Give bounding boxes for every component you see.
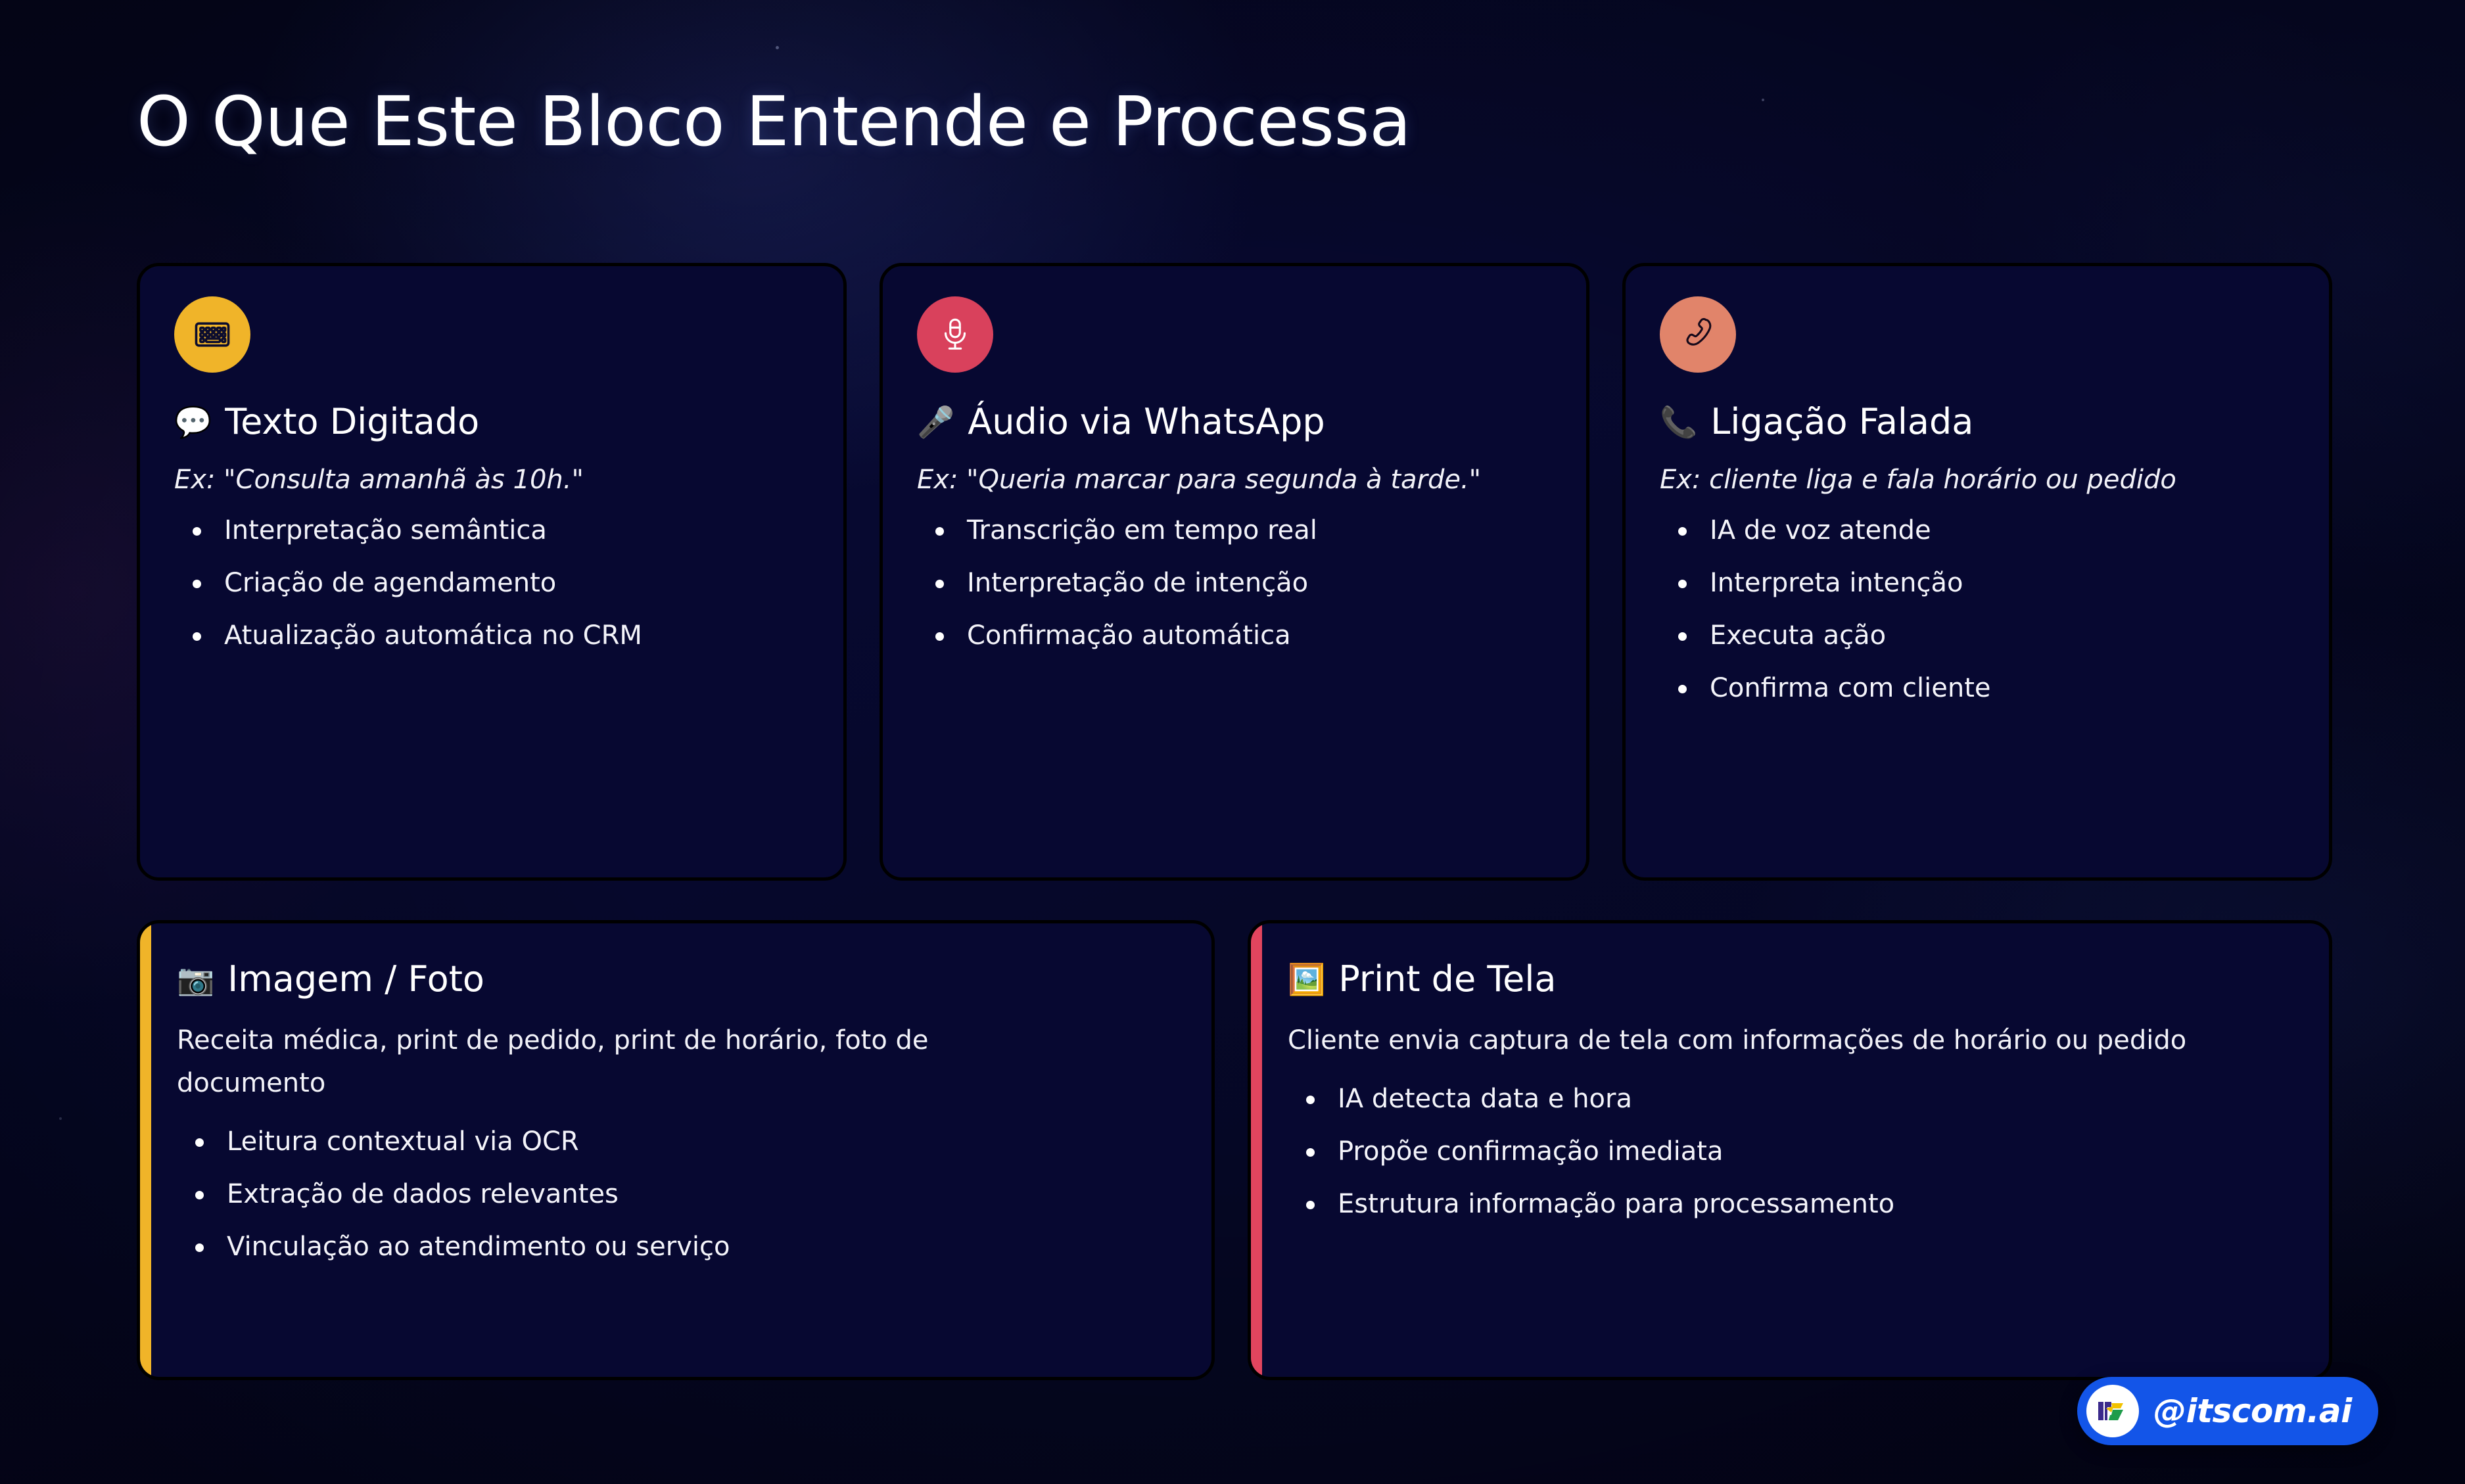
card-texto-digitado[interactable]: 💬 Texto Digitado Ex: "Consulta amanhã às…: [137, 263, 847, 881]
list-item: Executa ação: [1660, 618, 2295, 653]
card-heading-label: Imagem / Foto: [227, 958, 484, 1000]
card-bullet-list: IA detecta data e hora Propõe confirmaçã…: [1288, 1082, 2292, 1221]
card-bullet-list: IA de voz atende Interpreta intenção Exe…: [1660, 513, 2295, 705]
star-speck: [1762, 99, 1764, 101]
card-ligacao-falada[interactable]: 📞 Ligação Falada Ex: cliente liga e fala…: [1622, 263, 2332, 881]
card-example-text: Ex: "Queria marcar para segunda à tarde.…: [917, 465, 1482, 496]
telephone-receiver-icon: 📞: [1660, 404, 1698, 440]
list-item: Extração de dados relevantes: [177, 1177, 1175, 1211]
list-item: IA detecta data e hora: [1288, 1082, 2292, 1116]
list-item: Atualização automática no CRM: [174, 618, 809, 653]
list-item: Transcrição em tempo real: [917, 513, 1552, 547]
card-bullet-list: Transcrição em tempo real Interpretação …: [917, 513, 1552, 653]
list-item: Vinculação ao atendimento ou serviço: [177, 1230, 1175, 1264]
keyboard-badge: [174, 296, 250, 373]
phone-handset-icon: [1678, 314, 1718, 355]
page-title: O Que Este Bloco Entende e Processa: [137, 81, 1411, 162]
list-item: Interpretação semântica: [174, 513, 809, 547]
card-heading: 🖼️ Print de Tela: [1288, 958, 2292, 1000]
itscom-logo-icon: [2086, 1385, 2139, 1437]
card-bullet-list: Leitura contextual via OCR Extração de d…: [177, 1125, 1175, 1264]
watermark-handle: @itscom.ai: [2153, 1392, 2352, 1430]
framed-picture-icon: 🖼️: [1288, 962, 1326, 998]
card-heading-label: Ligação Falada: [1710, 401, 1974, 442]
microphone-badge: [917, 296, 993, 373]
microphone-emoji-icon: 🎤: [917, 404, 955, 440]
list-item: Interpretação de intenção: [917, 566, 1552, 600]
camera-icon: 📷: [177, 962, 215, 998]
card-heading: 📷 Imagem / Foto: [177, 958, 1175, 1000]
card-heading: 📞 Ligação Falada: [1660, 401, 2295, 442]
card-example-text: Ex: "Consulta amanhã às 10h.": [174, 465, 584, 496]
list-item: Estrutura informação para processamento: [1288, 1187, 2292, 1221]
speech-balloon-icon: 💬: [174, 404, 212, 440]
card-example-text: Ex: cliente liga e fala horário ou pedid…: [1660, 465, 2176, 496]
card-heading: 💬 Texto Digitado: [174, 401, 809, 442]
list-item: IA de voz atende: [1660, 513, 2295, 547]
watermark-badge[interactable]: @itscom.ai: [2077, 1377, 2378, 1445]
card-heading-label: Print de Tela: [1338, 958, 1557, 1000]
card-print-de-tela[interactable]: 🖼️ Print de Tela Cliente envia captura d…: [1248, 920, 2332, 1380]
card-description: Receita médica, print de pedido, print d…: [177, 1025, 929, 1098]
card-bullet-list: Interpretação semântica Criação de agend…: [174, 513, 809, 653]
phone-badge: [1660, 296, 1736, 373]
star-speck: [59, 1117, 62, 1120]
list-item: Confirma com cliente: [1660, 671, 2295, 705]
card-description: Cliente envia captura de tela com inform…: [1288, 1025, 2187, 1056]
card-heading: 🎤 Áudio via WhatsApp: [917, 401, 1552, 442]
list-item: Interpreta intenção: [1660, 566, 2295, 600]
card-imagem-foto[interactable]: 📷 Imagem / Foto Receita médica, print de…: [137, 920, 1215, 1380]
list-item: Propõe confirmação imediata: [1288, 1134, 2292, 1169]
card-audio-whatsapp[interactable]: 🎤 Áudio via WhatsApp Ex: "Queria marcar …: [880, 263, 1589, 881]
keyboard-icon: [192, 314, 233, 355]
list-item: Confirmação automática: [917, 618, 1552, 653]
card-heading-label: Áudio via WhatsApp: [968, 401, 1325, 442]
microphone-icon: [936, 315, 974, 354]
card-heading-label: Texto Digitado: [225, 401, 480, 442]
star-speck: [776, 46, 779, 49]
list-item: Criação de agendamento: [174, 566, 809, 600]
list-item: Leitura contextual via OCR: [177, 1125, 1175, 1159]
